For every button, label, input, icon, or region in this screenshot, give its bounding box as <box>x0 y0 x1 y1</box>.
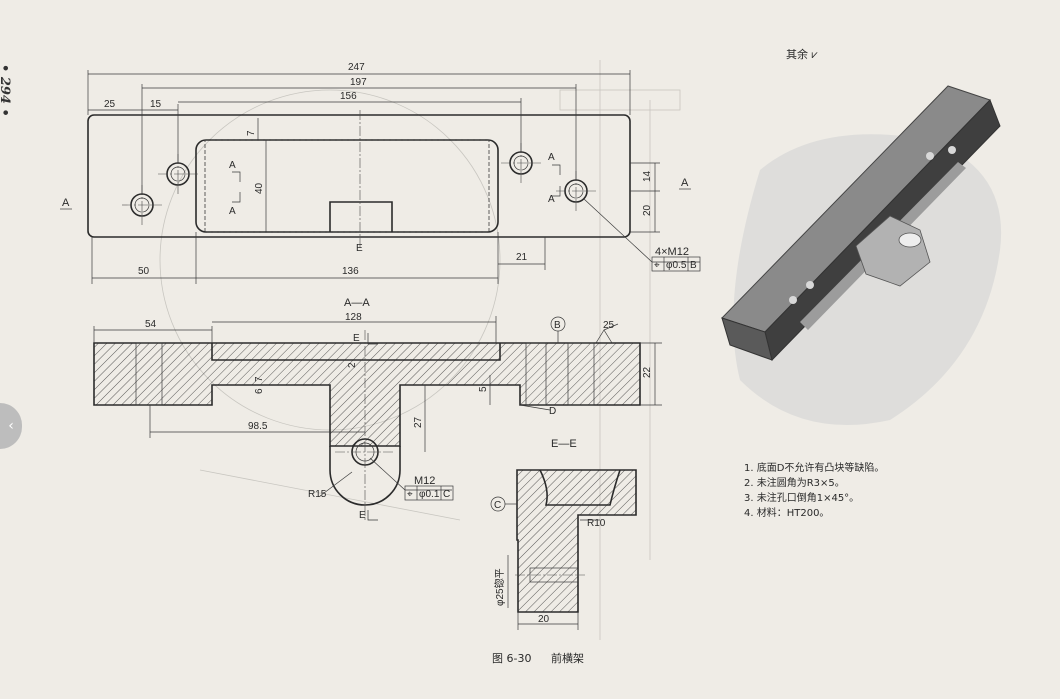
dim-section-22: 22 <box>642 366 653 378</box>
section-markers: A A A A A A E <box>60 152 691 254</box>
note-3: 3. 未注孔口倒角1×45°。 <box>744 493 860 504</box>
previous-page-arrow-icon[interactable]: ‹ <box>0 403 22 449</box>
note-2: 2. 未注圆角为R3×5。 <box>744 478 845 489</box>
dim-hole-row-14: 14 <box>642 170 653 182</box>
top-view-dimensions: 247 197 156 25 15 7 40 14 20 <box>87 62 660 284</box>
section-ee: E—E C R10 20 φ25锪平 <box>490 438 637 630</box>
finish-25-label: 25 <box>603 320 615 331</box>
section-mark-a-3: A <box>548 152 555 163</box>
holes-callout: 4×M12 ⌖ φ0.5 B <box>583 198 701 272</box>
section-ee-title: E—E <box>551 438 577 450</box>
dim-ee-bore: φ25锪平 <box>493 568 506 606</box>
datum-b-label: B <box>554 320 561 331</box>
rest-label: 其余 <box>786 48 808 61</box>
dim-bottom-136: 136 <box>342 266 359 277</box>
section-mark-a-right: A <box>681 177 689 189</box>
top-view <box>87 110 631 250</box>
lug-tol-datum: C <box>443 489 450 500</box>
section-mark-e-1: E <box>353 333 360 344</box>
section-mark-a-2: A <box>229 206 236 217</box>
dim-small-offset: 15 <box>150 99 162 110</box>
lug-outline <box>329 446 401 506</box>
dim-edge-to-hole: 25 <box>104 99 116 110</box>
dim-section-5: 5 <box>478 386 489 392</box>
dim-hole-spacing: 197 <box>350 77 367 88</box>
section-aa-dimensions: 54 128 2 7 6 5 22 98.5 27 R15 25 <box>93 312 662 521</box>
section-mark-a-1: A <box>229 160 236 171</box>
dim-section-54: 54 <box>145 319 157 330</box>
figure-title: 前横架 <box>550 652 584 665</box>
isometric-view <box>721 85 1002 425</box>
surface-finish-icon: ⩗ <box>811 48 818 61</box>
surface-d-label: D <box>549 406 556 417</box>
position-tolerance-icon: ⌖ <box>654 260 660 271</box>
note-4: 4. 材料：HT200。 <box>744 508 830 519</box>
lug-tol-value: φ0.1 <box>419 489 440 500</box>
section-aa: A—A <box>93 297 641 520</box>
section-mark-a-left: A <box>62 197 70 209</box>
dim-section-7: 7 <box>254 376 265 382</box>
dim-ee-20: 20 <box>538 614 550 625</box>
dim-bottom-21: 21 <box>516 252 528 263</box>
dim-section-2: 2 <box>347 362 358 368</box>
holes-thread-label: 4×M12 <box>655 246 689 258</box>
dim-ee-r10: R10 <box>587 518 606 529</box>
dim-overall-length: 247 <box>348 62 365 73</box>
note-1: 1. 底面D不允许有凸块等缺陷。 <box>744 463 885 474</box>
figure-caption: 图 6-30 前横架 <box>492 650 600 666</box>
section-mark-e-2: E <box>359 510 366 521</box>
dim-lug-27: 27 <box>413 416 424 428</box>
dim-section-98-5: 98.5 <box>248 421 268 432</box>
pocket-outline <box>195 139 499 233</box>
dim-lug-r15: R15 <box>308 489 327 500</box>
pocket-notch <box>329 201 393 232</box>
dim-section-6: 6 <box>254 388 265 394</box>
dim-pocket-height: 40 <box>254 182 265 194</box>
pocket-hidden <box>204 139 490 233</box>
lug-position-tolerance-icon: ⌖ <box>407 489 413 500</box>
section-mark-e-top: E <box>356 243 363 254</box>
lug-thread-label: M12 <box>414 475 435 487</box>
section-mark-a-4: A <box>548 194 555 205</box>
holes-tol-datum: B <box>690 260 697 271</box>
dim-pocket-top-offset: 7 <box>246 130 257 136</box>
technical-notes: 1. 底面D不允许有凸块等缺陷。 2. 未注圆角为R3×5。 3. 未注孔口倒角… <box>744 461 944 521</box>
dim-hole-row-20: 20 <box>642 204 653 216</box>
dim-bottom-50: 50 <box>138 266 150 277</box>
dim-section-128: 128 <box>345 312 362 323</box>
holes-tol-value: φ0.5 <box>666 260 687 271</box>
dim-pocket-length: 156 <box>340 91 357 102</box>
figure-number: 图 6-30 <box>492 652 532 665</box>
rest-surface-finish: 其余 ⩗ <box>786 46 818 62</box>
top-view-outline <box>87 114 631 238</box>
section-aa-title: A—A <box>344 297 370 309</box>
datum-c-label: C <box>494 500 501 511</box>
lug-callout: M12 ⌖ φ0.1 C <box>369 457 454 501</box>
